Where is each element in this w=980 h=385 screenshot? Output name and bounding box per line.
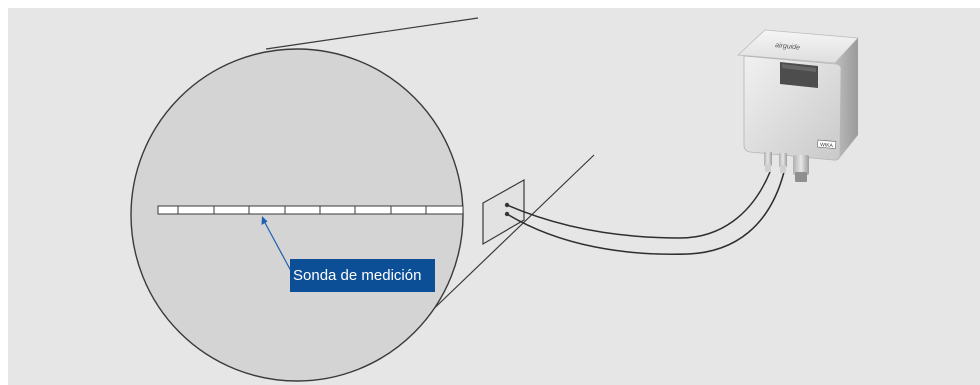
- device-brand-logo: airguide: [775, 42, 801, 52]
- device-nameplate: [817, 139, 837, 149]
- duct-cross-section: [130, 48, 464, 382]
- device-nameplate-text: WIKA: [820, 142, 834, 149]
- pressure-tubes: [506, 171, 785, 255]
- device-connectors: [764, 152, 809, 182]
- duct-outline: [265, 17, 595, 323]
- measuring-probe: [157, 205, 464, 215]
- probe-label: Sonda de medición: [290, 259, 435, 292]
- probe-pointer-arrow: [261, 216, 292, 272]
- pressure-transmitter-device: airguide WIKA: [737, 29, 859, 182]
